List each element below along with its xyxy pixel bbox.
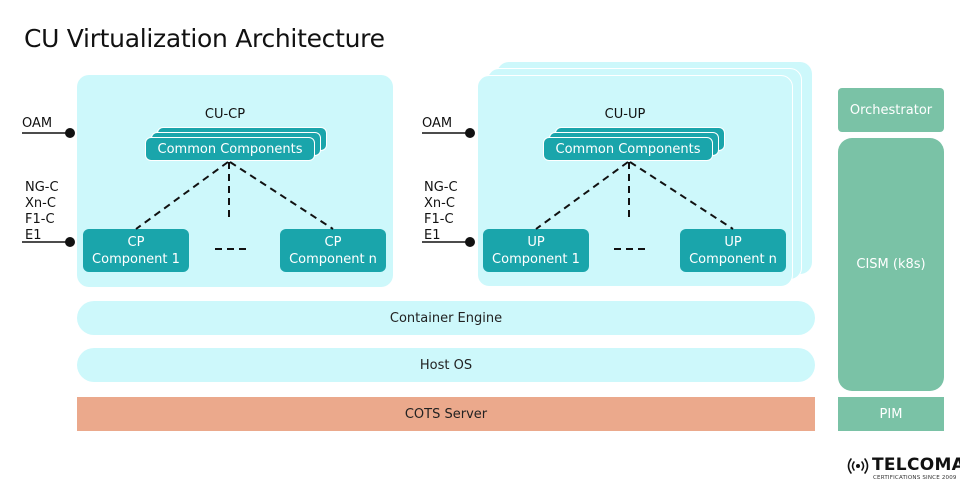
cu-up-interfaces-label: NG-C Xn-C F1-C E1 xyxy=(424,180,458,243)
signal-waves-icon xyxy=(847,458,869,474)
cp-component-n: CP Component n xyxy=(280,229,386,272)
cu-up-link-component-n xyxy=(629,161,734,230)
cu-cp-interfaces-label: NG-C Xn-C F1-C E1 xyxy=(25,180,59,243)
cu-cp-link-component-n xyxy=(229,161,334,230)
cu-cp-link-component-1 xyxy=(135,161,229,230)
page-title: CU Virtualization Architecture xyxy=(24,24,385,53)
cu-cp-label: CU-CP xyxy=(204,107,246,122)
container-engine-layer: Container Engine xyxy=(77,301,815,335)
cu-cp-interfaces-port xyxy=(65,237,75,247)
up-component-1: UP Component 1 xyxy=(483,229,589,272)
cu-cp-oam-label: OAM xyxy=(22,116,53,131)
cp-component-1: CP Component 1 xyxy=(83,229,189,272)
cu-cp-oam-port xyxy=(65,128,75,138)
cots-server-layer: COTS Server xyxy=(77,397,815,431)
cu-up-link-component-1 xyxy=(535,161,629,230)
logo-name: TELCOMA xyxy=(872,455,960,475)
cu-cp-common-components: Common Components xyxy=(145,137,315,161)
up-component-n: UP Component n xyxy=(680,229,786,272)
cu-up-common-components: Common Components xyxy=(543,137,713,161)
telcoma-logo: TELCOMA CERTIFICATIONS SINCE 2009 xyxy=(845,455,960,485)
cu-up-oam-label: OAM xyxy=(422,116,453,131)
cu-up-interfaces-port xyxy=(465,237,475,247)
pim-box: PIM xyxy=(838,397,944,431)
cism-box: CISM (k8s) xyxy=(838,138,944,391)
host-os-layer: Host OS xyxy=(77,348,815,382)
cu-up-label: CU-UP xyxy=(604,107,646,122)
cu-up-oam-port xyxy=(465,128,475,138)
orchestrator-box: Orchestrator xyxy=(838,88,944,132)
logo-tagline: CERTIFICATIONS SINCE 2009 xyxy=(873,475,957,481)
